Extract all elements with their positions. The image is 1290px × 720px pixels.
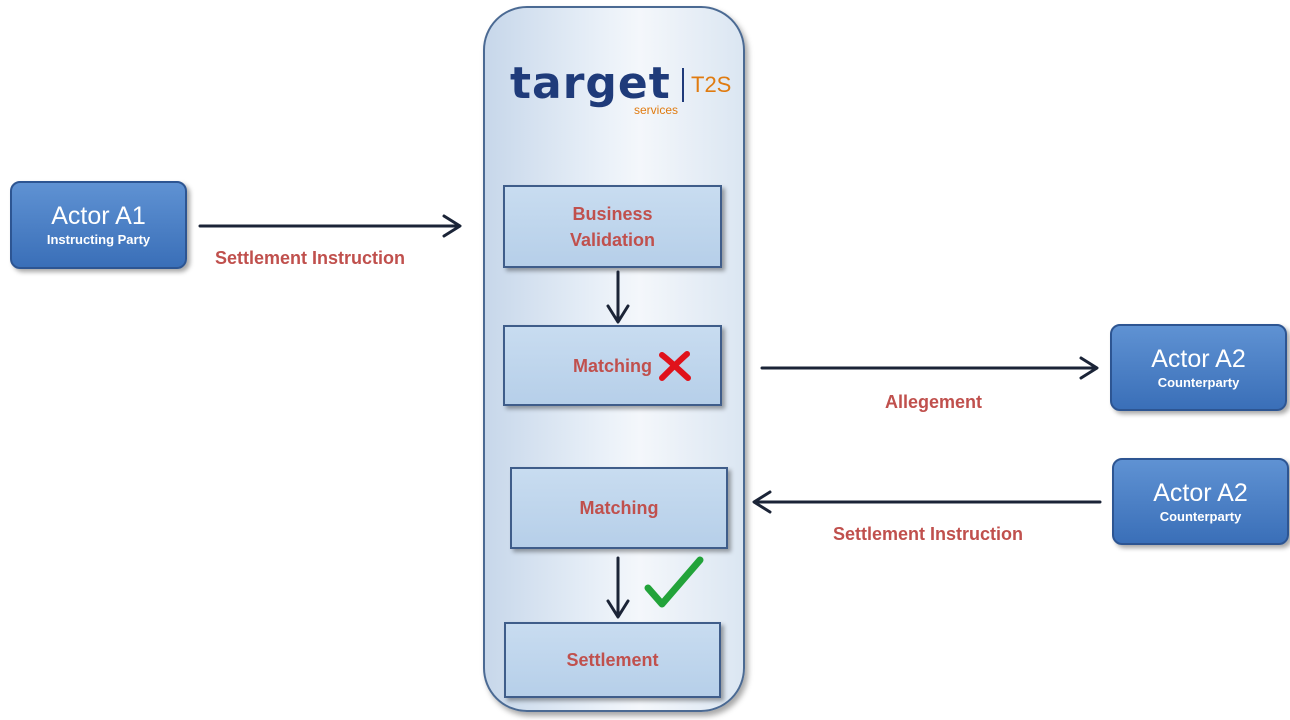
logo-separator (682, 68, 684, 102)
arrow-instruction-in (198, 214, 462, 238)
arrow-allegement (760, 356, 1099, 380)
flow-label-instruction-in: Settlement Instruction (215, 248, 406, 268)
logo-services: services (634, 103, 679, 117)
flow-label-allegement: Allegement (885, 392, 983, 412)
business-validation-label-1: Business (572, 203, 653, 224)
actor-a2-bottom-box: Actor A2 Counterparty (1112, 458, 1289, 545)
matching-failed-step: Matching (503, 325, 722, 406)
logo-word: target (510, 58, 671, 109)
cross-icon (659, 350, 691, 381)
matching-failed-label: Matching (573, 355, 652, 376)
target-t2s-logo: target services T2S (510, 58, 732, 122)
arrow-instruction-counterparty (752, 490, 1102, 514)
business-validation-step: Business Validation (503, 185, 722, 268)
actor-a1-name: Actor A1 (51, 202, 146, 230)
matching-success-label: Matching (579, 498, 659, 518)
actor-a2-bottom-role: Counterparty (1159, 508, 1242, 524)
flow-label-instruction-counterparty: Settlement Instruction (833, 524, 1024, 544)
actor-a2-top-role: Counterparty (1157, 374, 1240, 390)
business-validation-label-2: Validation (569, 229, 656, 250)
actor-a1-box: Actor A1 Instructing Party (10, 181, 187, 269)
settlement-step: Settlement (504, 622, 721, 698)
logo-t2s: T2S (691, 72, 732, 97)
actor-a2-top-name: Actor A2 (1151, 344, 1246, 373)
actor-a1-role: Instructing Party (46, 232, 151, 247)
actor-a2-top-box: Actor A2 Counterparty (1110, 324, 1287, 411)
matching-success-step: Matching (510, 467, 728, 549)
actor-a2-bottom-name: Actor A2 (1153, 478, 1248, 507)
settlement-label: Settlement (566, 650, 659, 670)
